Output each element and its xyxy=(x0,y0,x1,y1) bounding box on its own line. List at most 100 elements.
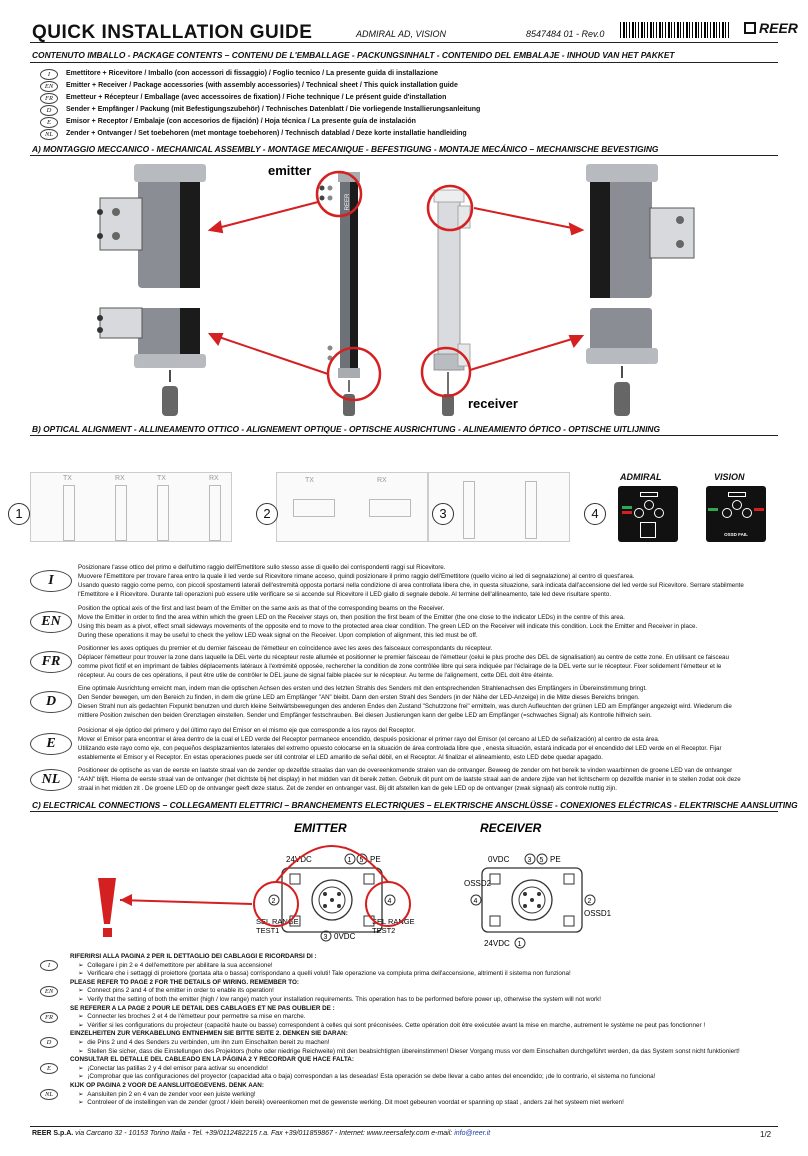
svg-text:3: 3 xyxy=(528,857,532,864)
svg-text:OSSD1: OSSD1 xyxy=(584,909,612,918)
receiver-bottom-highlight xyxy=(420,346,472,398)
note-item: ➢Vérifier si les configurations du proje… xyxy=(78,1022,705,1031)
ossd-fail-label: OSSD FAIL xyxy=(724,532,748,537)
svg-text:24VDC: 24VDC xyxy=(484,939,510,948)
package-contents-item: Emitter + Receiver / Package accessories… xyxy=(66,82,458,89)
svg-text:SEL RANGE: SEL RANGE xyxy=(256,917,299,926)
instruction-line: Positioneer de optische as van de eerste… xyxy=(78,767,733,774)
emitter-top-highlight xyxy=(315,170,363,218)
lang-marker: D xyxy=(40,1037,58,1049)
product-models: ADMIRAL AD, VISION xyxy=(356,29,447,39)
note-text: Connect pins 2 and 4 of the emitter in o… xyxy=(87,987,274,995)
lang-marker: NL xyxy=(30,768,72,791)
note-text: Verificare che i settaggi di proiettore … xyxy=(87,970,571,978)
lang-marker: NL xyxy=(40,1089,58,1100)
package-contents-item: Sender + Empfänger / Packung (mit Befest… xyxy=(66,106,481,113)
page-number: 1/2 xyxy=(760,1130,772,1139)
alignment-step-1-panel: TX RX TX RX xyxy=(30,472,232,542)
arrow-bullet-icon: ➢ xyxy=(78,1039,84,1046)
note-text: ¡Conectar las patillas 2 y 4 del emisor … xyxy=(87,1064,268,1072)
instruction-line: comme pivot fictif et en imprimant de fa… xyxy=(78,663,722,670)
emitter-bar: REER xyxy=(319,172,360,416)
instruction-line: Diesen Strahl nun als gedachten Fixpunkt… xyxy=(78,703,732,710)
lang-marker: FR xyxy=(40,1011,58,1023)
receiver-connector xyxy=(481,867,583,933)
instruction-line: straal in het midden zit . De groene LED… xyxy=(78,785,617,792)
optical-alignment-heading: B) OPTICAL ALIGNMENT - ALLINEAMENTO OTTI… xyxy=(32,424,660,434)
receiver-top-highlight xyxy=(426,184,474,232)
lang-marker: NL xyxy=(40,129,58,140)
svg-text:3: 3 xyxy=(324,934,328,941)
svg-text:2: 2 xyxy=(272,898,276,905)
receiver-diagram-title: RECEIVER xyxy=(480,821,542,835)
note-item: ➢¡Comprobar que las configuraciones del … xyxy=(78,1073,655,1082)
receiver-bottom-closeup xyxy=(586,308,658,416)
led-icon xyxy=(742,508,752,518)
instruction-line: Utilizando este rayo como eje, con peque… xyxy=(78,745,722,752)
lang-marker: I xyxy=(40,960,58,971)
note-item: ➢Connect pins 2 and 4 of the emitter in … xyxy=(78,987,274,996)
instruction-line: l'Emettitore e il Ricevitore. Durante ta… xyxy=(78,591,612,598)
led-icon xyxy=(732,500,742,510)
arrow-bullet-icon: ➢ xyxy=(78,961,84,969)
receiver-top-closeup xyxy=(586,164,695,298)
instruction-line: Usando questo raggio come perno, con pic… xyxy=(78,582,744,589)
arrow-bullet-icon: ➢ xyxy=(78,996,84,1003)
direction-arrows xyxy=(207,201,585,375)
note-text: die Pins 2 und 4 des Senders zu verbinde… xyxy=(87,1039,330,1046)
svg-text:PE: PE xyxy=(550,855,561,864)
receiver-pin-labels: 0VDC 3 5 PE OSSD2 4 2 OSSD1 24VDC 1 xyxy=(464,853,612,949)
instruction-line: establemente el Emisor y el Receptor. En… xyxy=(78,754,603,761)
document-title: QUICK INSTALLATION GUIDE xyxy=(32,22,313,43)
email-link[interactable]: info@reer.it xyxy=(454,1130,491,1137)
note-text: Controleer of de instellingen van de zen… xyxy=(87,1099,624,1107)
arrow-bullet-icon: ➢ xyxy=(78,1064,84,1072)
step-number-4: 4 xyxy=(584,503,606,525)
lang-marker: E xyxy=(30,733,72,755)
note-heading: PLEASE REFER TO PAGE 2 FOR THE DETAILS O… xyxy=(70,978,300,986)
section-rule xyxy=(30,811,778,812)
receiver-label: receiver xyxy=(468,396,518,411)
footer-address: REER S.p.A. via Carcano 32 - 10153 Torin… xyxy=(32,1130,491,1137)
instruction-line: mittlere Position zwischen den beiden Gr… xyxy=(78,712,652,719)
svg-text:5: 5 xyxy=(360,857,364,864)
mechanical-assembly-illustration: REER emitter receiver xyxy=(97,163,695,416)
lang-marker: D xyxy=(40,105,58,116)
bar-logo: REER xyxy=(345,193,351,210)
warning-icon xyxy=(98,878,116,924)
svg-text:SEL RANGE: SEL RANGE xyxy=(372,917,415,926)
emitter-pin-labels: 24VDC 1 5 PE 2 SEL RANGE TEST1 3 0VDC 4 … xyxy=(256,853,415,942)
emitter-diagram-title: EMITTER xyxy=(294,821,347,835)
bridge-wire xyxy=(275,845,389,883)
note-item: ➢Aansluiten pin 2 en 4 van de zender voo… xyxy=(78,1091,256,1100)
lang-marker: I xyxy=(30,570,72,592)
footer-rule xyxy=(30,1126,778,1127)
svg-text:4: 4 xyxy=(474,898,478,905)
svg-text:1: 1 xyxy=(348,857,352,864)
note-item: ➢Verificare che i settaggi di proiettore… xyxy=(78,970,571,979)
note-item: ➢Collegare i pin 2 e 4 dell'emettitore p… xyxy=(78,962,273,971)
instruction-line: Eine optimale Ausrichtung erreicht man, … xyxy=(78,685,647,692)
led-icon xyxy=(634,508,644,518)
package-contents-item: Zender + Ontvanger / Set toebehoren (met… xyxy=(66,130,467,137)
note-heading: SE REFERER A LA PAGE 2 POUR LE DETAIL DE… xyxy=(70,1004,335,1012)
section-rule xyxy=(30,62,778,63)
svg-text:4: 4 xyxy=(388,898,392,905)
instruction-line: Posicionar el eje óptico del primero y d… xyxy=(78,727,416,734)
note-text: ¡Comprobar que las configuraciones del p… xyxy=(87,1073,656,1081)
svg-text:TEST2: TEST2 xyxy=(372,926,395,935)
lang-marker: FR xyxy=(40,93,58,104)
barcode-image xyxy=(620,22,730,38)
arrow-bullet-icon: ➢ xyxy=(78,1073,84,1081)
mechanical-assembly-heading: A) MONTAGGIO MECCANICO - MECHANICAL ASSE… xyxy=(32,144,659,154)
vision-led-display: OSSD FAIL xyxy=(706,486,766,542)
svg-text:0VDC: 0VDC xyxy=(488,855,510,864)
note-item: ➢¡Conectar las patillas 2 y 4 del emisor… xyxy=(78,1065,268,1074)
vision-label: VISION xyxy=(714,472,745,482)
step-number-3: 3 xyxy=(432,503,454,525)
admiral-label: ADMIRAL xyxy=(620,472,662,482)
electrical-connections-heading: C) ELECTRICAL CONNECTIONS – COLLEGAMENTI… xyxy=(32,800,798,810)
note-item: ➢Connecter les broches 2 et 4 de l'émett… xyxy=(78,1013,305,1022)
note-item: ➢Verify that the setting of both the emi… xyxy=(78,996,601,1005)
lang-marker: EN xyxy=(30,611,72,633)
